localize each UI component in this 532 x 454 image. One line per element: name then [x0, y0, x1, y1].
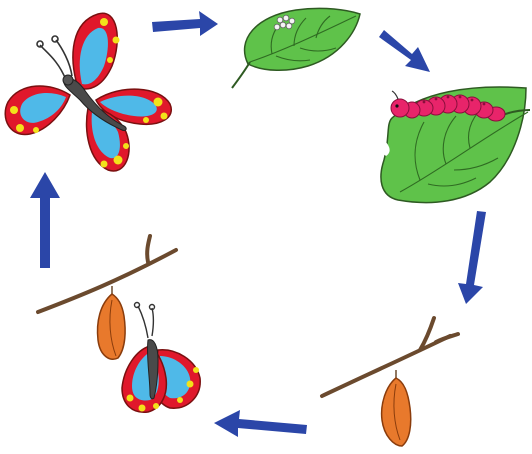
arrow-larva-to-pupa — [458, 211, 486, 304]
arrow-emerging-to-adult — [30, 172, 60, 268]
caterpillar-head — [391, 99, 409, 117]
caterpillar-on-leaf-icon — [381, 87, 530, 203]
butterfly-head — [63, 75, 73, 85]
adult-butterfly-icon — [5, 13, 171, 171]
arrow-pupa-to-emerging — [214, 410, 307, 437]
arrow-adult-to-eggs — [152, 11, 218, 36]
leaf-stem — [232, 62, 250, 88]
butterfly-antennae — [37, 36, 72, 80]
emerging-butterfly-icon — [38, 236, 200, 412]
arrow-eggs-to-larva — [379, 30, 430, 72]
emerging-antennae — [135, 303, 155, 339]
chrysalis — [382, 378, 411, 446]
chrysalis-icon — [322, 318, 458, 446]
eggs-on-leaf-icon — [232, 8, 360, 88]
